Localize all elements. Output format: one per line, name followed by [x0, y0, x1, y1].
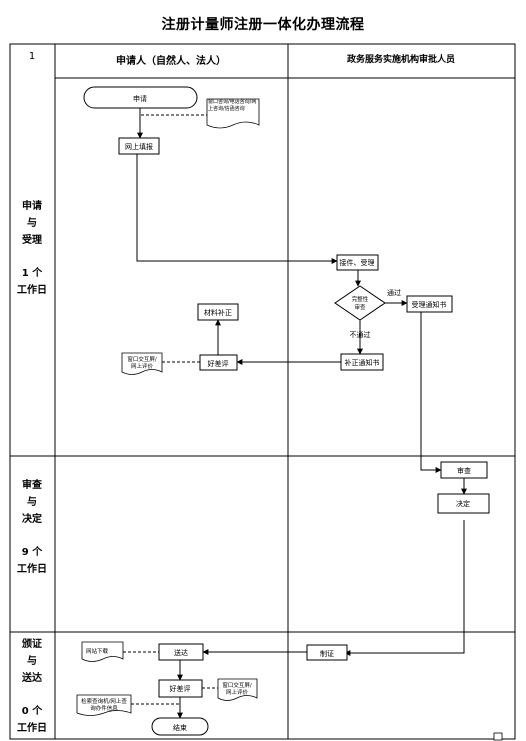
make-cert-label: 制证: [320, 649, 334, 658]
table-grid: [9, 43, 516, 740]
stage-name-line: 申请: [22, 199, 42, 212]
lane-header-applicant: 申请人（自然人、法人）: [116, 54, 226, 67]
stage-duration-line: 0 个: [22, 704, 43, 717]
stage-duration-line: 工作日: [17, 283, 47, 296]
stage-column-header: 1: [29, 51, 35, 62]
evaluation-doc-line: 窗口交互屏/: [127, 355, 157, 363]
consult-doc-label: 窗口咨询/电话咨询/网上咨询/信函咨询: [208, 99, 257, 112]
evaluation-doc-line: 网上评价: [226, 688, 249, 696]
query-document: [76, 694, 132, 716]
good-bad-review-label-1: 好差评: [208, 359, 229, 368]
pass-label: 通过: [387, 288, 401, 297]
review-label: 审查: [457, 466, 471, 475]
stage-name-line: 与: [27, 216, 37, 229]
evaluation-doc-line: 窗口交互屏/: [222, 681, 252, 689]
consult-document: [206, 98, 260, 129]
stage-duration-line: 1 个: [22, 266, 43, 279]
accept-notice-label: 受理通知书: [412, 300, 447, 309]
connectors-stage-1: [136, 108, 442, 473]
deliver-label: 送达: [174, 648, 188, 657]
stage-name-line: 审查: [22, 478, 43, 491]
stage-name-line: 颁证: [22, 637, 42, 650]
completeness-check-diamond: [334, 285, 386, 321]
evaluation-document-1: [121, 352, 163, 375]
lane-header-agency: 政务服务实施机构审批人员: [347, 53, 455, 65]
stage-duration-line: 工作日: [17, 721, 47, 734]
page-title: 注册计量师注册一体化办理流程: [161, 17, 365, 33]
online-fill-label: 网上填报: [125, 142, 153, 151]
good-bad-review-label-2: 好差评: [170, 684, 191, 693]
stage-duration-line: 工作日: [17, 562, 47, 575]
stage-1-label: 申请 与 受理 1 个 工作日: [17, 199, 47, 296]
material-supplement-label: 材料补正: [204, 308, 232, 317]
stage-2-label: 审查 与 决定 9 个 工作日: [17, 478, 47, 575]
stage-duration-line: 9 个: [22, 545, 43, 558]
web-download-document: [81, 641, 124, 662]
table-border: [9, 43, 516, 740]
decision-label: 决定: [456, 499, 470, 508]
completeness-check-line: 完整性: [352, 295, 369, 303]
connectors-stage-3: [177, 649, 307, 719]
web-download-label: 网站下载: [86, 647, 109, 655]
corner-mark: [493, 732, 503, 741]
stage-name-line: 受理: [22, 233, 42, 246]
query-doc-line: 检索查询机/网上查: [81, 697, 127, 705]
connectors-stage-2: [344, 478, 467, 656]
stage-3-label: 颁证 与 送达 0 个 工作日: [17, 637, 47, 734]
stage-name-line: 送达: [21, 671, 42, 684]
apply-label: 申请: [133, 94, 147, 103]
evaluation-doc-line: 网上评价: [131, 362, 154, 370]
supplement-notice-label: 补正通知书: [345, 358, 380, 367]
stage-name-line: 决定: [22, 512, 42, 525]
end-label: 结束: [173, 723, 187, 732]
receive-label: 接件、受理: [340, 258, 375, 267]
completeness-check-line: 审查: [354, 303, 366, 311]
query-doc-line: 询办件信息: [90, 704, 118, 712]
stage-name-line: 与: [27, 654, 37, 667]
stage-name-line: 与: [27, 495, 37, 508]
evaluation-document-2: [217, 678, 258, 701]
